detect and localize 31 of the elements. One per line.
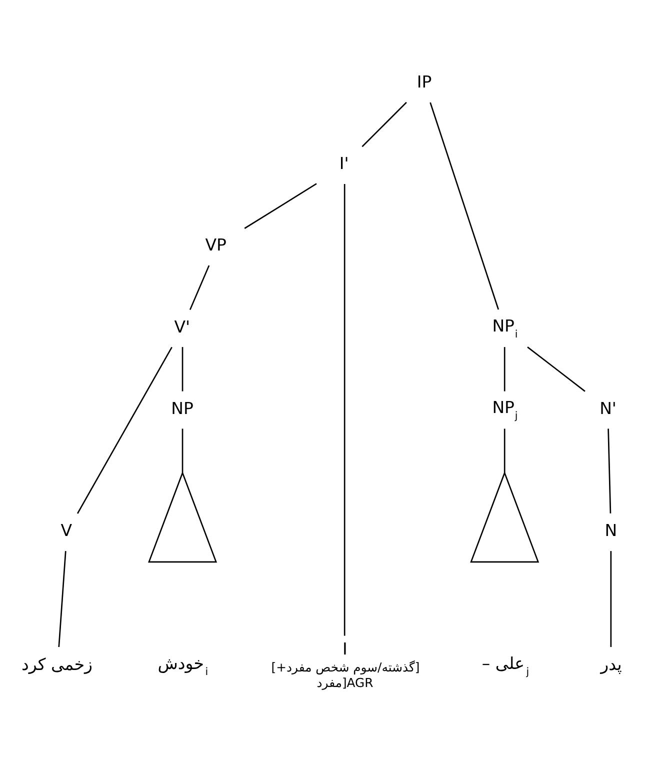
node-triangle: [148, 470, 218, 562]
connector: [58, 550, 66, 647]
connector: [504, 428, 506, 472]
connector: [527, 346, 586, 392]
connector: [504, 346, 506, 391]
node-text: NP: [171, 398, 194, 418]
node-text: IP: [416, 72, 432, 92]
node-text: V': [174, 316, 190, 336]
connector: [608, 428, 612, 513]
node-text: I': [339, 154, 349, 173]
connector: [362, 101, 407, 147]
node-text: V: [60, 520, 72, 540]
node-text: زخمی کرد: [21, 654, 92, 674]
node-label: مفرد]AGR: [316, 676, 374, 690]
connector: [244, 182, 317, 228]
node-text: NP$_{j}$: [492, 397, 518, 422]
connector: [182, 346, 184, 391]
node-text: I: [342, 638, 348, 658]
connector: [189, 264, 210, 310]
node-triangle: [470, 470, 540, 562]
node-text: N': [600, 398, 616, 418]
connector: [344, 183, 346, 636]
node-text: VP: [205, 235, 226, 254]
connector: [76, 346, 172, 514]
node-text: N: [604, 520, 618, 540]
node-text: پدر: [600, 654, 622, 674]
connector: [610, 550, 612, 646]
node-text: NP$_{i}$: [492, 316, 518, 340]
node-label: [+گذشته/سوم شخص مفرد]: [271, 660, 420, 674]
connector: [430, 102, 500, 310]
connector: [182, 428, 184, 472]
